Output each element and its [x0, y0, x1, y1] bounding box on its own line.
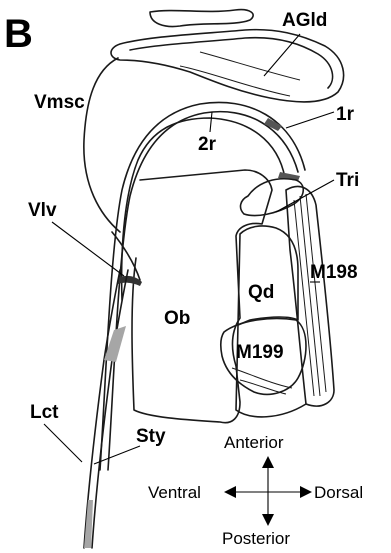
label-sty: Sty	[136, 426, 166, 447]
label-tri: Tri	[336, 170, 359, 191]
label-posterior: Posterior	[222, 529, 290, 548]
arrow-up-icon	[262, 456, 274, 468]
label-1r: 1r	[336, 104, 355, 125]
label-2r: 2r	[198, 134, 217, 155]
label-dorsal: Dorsal	[314, 483, 363, 502]
orientation-compass	[224, 456, 312, 526]
label-ventral: Ventral	[148, 483, 201, 502]
label-ob: Ob	[164, 308, 190, 329]
tri-structure	[241, 179, 304, 216]
label-agld: AGld	[282, 10, 327, 31]
label-vlv: Vlv	[28, 200, 57, 221]
stylet	[84, 270, 128, 548]
m198-muscle	[286, 186, 334, 406]
label-m198: M198	[310, 262, 358, 283]
label-qd: Qd	[248, 282, 274, 303]
label-lct: Lct	[30, 402, 59, 423]
label-anterior: Anterior	[224, 433, 284, 452]
panel-letter: B	[4, 12, 33, 56]
arrow-down-icon	[262, 514, 274, 526]
arrow-left-icon	[224, 486, 236, 498]
arrow-right-icon	[300, 486, 312, 498]
label-vmsc: Vmsc	[34, 92, 85, 113]
label-m199: M199	[236, 342, 284, 363]
vmsc-vessel	[84, 58, 120, 232]
